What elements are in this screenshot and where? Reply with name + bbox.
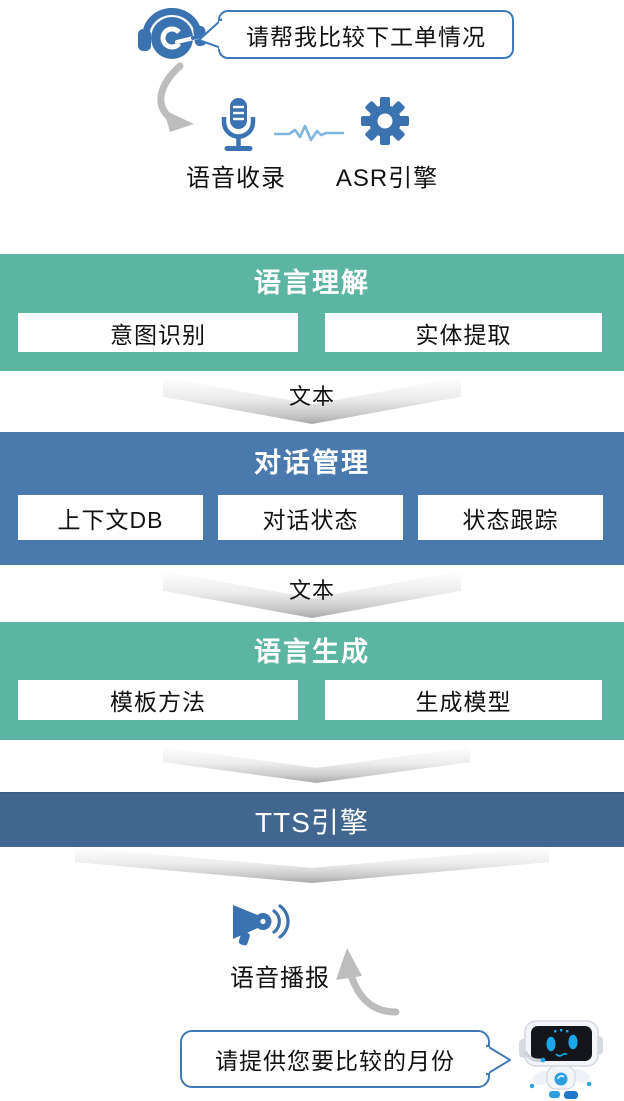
text-connector-label-1: 文本 <box>288 384 335 409</box>
dialog-state-box: 对话状态 <box>218 495 403 540</box>
intent-recognition-box: 意图识别 <box>18 313 298 352</box>
robot-icon <box>519 1020 603 1099</box>
user-speech-bubble: 请帮我比较下工单情况 <box>198 10 514 59</box>
context-db-box: 上下文DB <box>18 495 203 540</box>
audio-waveform-icon <box>274 124 344 142</box>
microphone-icon <box>221 98 256 151</box>
bubble-tail-right <box>486 1044 511 1076</box>
voice-broadcast-label: 语音播报 <box>230 965 330 992</box>
bubble-tail-left <box>198 18 222 50</box>
bot-utterance-text: 请提供您要比较的月份 <box>215 1048 455 1074</box>
tts-title: TTS引擎 <box>255 806 369 838</box>
bot-speech-bubble: 请提供您要比较的月份 <box>180 1030 511 1088</box>
tts-engine-bar: TTS引擎 <box>0 792 624 847</box>
nlu-title: 语言理解 <box>254 268 370 298</box>
text-connector-label-2: 文本 <box>288 578 335 603</box>
voice-capture-label: 语音收录 <box>186 165 286 192</box>
headset-agent-icon <box>138 8 210 59</box>
generative-model-box: 生成模型 <box>325 680 602 720</box>
dialog-management-block: 对话管理 上下文DB 对话状态 状态跟踪 <box>0 432 624 565</box>
curvy-arrow-up-icon <box>336 948 400 1016</box>
curvy-arrow-down-icon <box>157 62 194 132</box>
dm-title: 对话管理 <box>254 448 370 478</box>
chevron-down-connector-4 <box>75 847 549 883</box>
megaphone-icon <box>233 904 290 946</box>
gear-icon <box>361 97 409 145</box>
nlg-title: 语言生成 <box>254 637 370 667</box>
user-utterance-text: 请帮我比较下工单情况 <box>246 23 486 50</box>
chevron-down-connector-3 <box>163 747 470 783</box>
template-method-box: 模板方法 <box>18 680 298 720</box>
nlg-block: 语言生成 模板方法 生成模型 <box>0 622 624 740</box>
entity-extraction-box: 实体提取 <box>325 313 602 352</box>
state-tracking-box: 状态跟踪 <box>418 495 603 540</box>
nlu-block: 语言理解 意图识别 实体提取 <box>0 254 624 371</box>
asr-engine-label: ASR引擎 <box>335 165 439 192</box>
